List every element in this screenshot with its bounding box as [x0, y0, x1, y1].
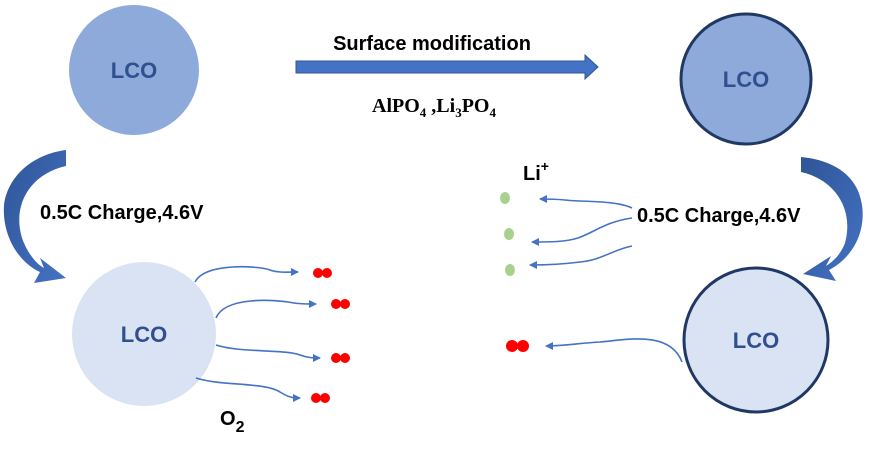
lco-circle-top-right: LCO — [679, 12, 813, 146]
lithium-ion-3 — [505, 264, 515, 276]
lco-label-bottom-right: LCO — [733, 328, 779, 353]
lco-label-bottom-left: LCO — [121, 322, 167, 347]
right-charge-label: 0.5C Charge,4.6V — [637, 205, 801, 227]
oxygen-label: O2 — [220, 408, 245, 436]
oxygen-release-arrows — [194, 265, 321, 402]
oxygen-arrow-1 — [194, 265, 299, 283]
left-charge-curved-arrow — [3, 150, 66, 283]
lithium-ion-2 — [504, 228, 514, 240]
oxygen-molecule-3 — [331, 353, 350, 363]
left-charge-label: 0.5C Charge,4.6V — [40, 202, 204, 224]
suppressed-oxygen-arrow — [545, 338, 683, 363]
lithium-ion-label: Li+ — [523, 158, 549, 185]
lco-circle-top-left: LCO — [69, 5, 199, 135]
oxygen-arrow-3 — [215, 344, 321, 362]
lithium-ion-1 — [500, 192, 510, 204]
lco-circle-bottom-right: LCO — [682, 266, 830, 414]
lco-label-top-left: LCO — [111, 58, 157, 83]
lco-label-top-right: LCO — [723, 67, 769, 92]
lithium-arrow-3 — [529, 245, 633, 269]
oxygen-arrow-4 — [195, 377, 301, 402]
surface-modification-label: Surface modification — [333, 33, 531, 55]
right-charge-curved-arrow — [801, 157, 863, 281]
lco-circle-bottom-left: LCO — [72, 262, 216, 406]
oxygen-molecule-1 — [313, 268, 332, 278]
lithium-extraction-arrows — [529, 195, 633, 269]
lithium-arrow-2 — [531, 217, 633, 246]
oxygen-molecule-4 — [311, 393, 330, 403]
surface-modification-arrow — [295, 53, 599, 81]
lithium-ions — [500, 192, 515, 276]
lithium-arrow-1 — [539, 195, 633, 209]
oxygen-molecule-2 — [331, 299, 350, 309]
oxygen-molecule-retained — [506, 340, 529, 352]
coating-formula: AlPO4 ,Li3PO4 — [372, 95, 496, 120]
oxygen-arrow-2 — [215, 299, 317, 319]
